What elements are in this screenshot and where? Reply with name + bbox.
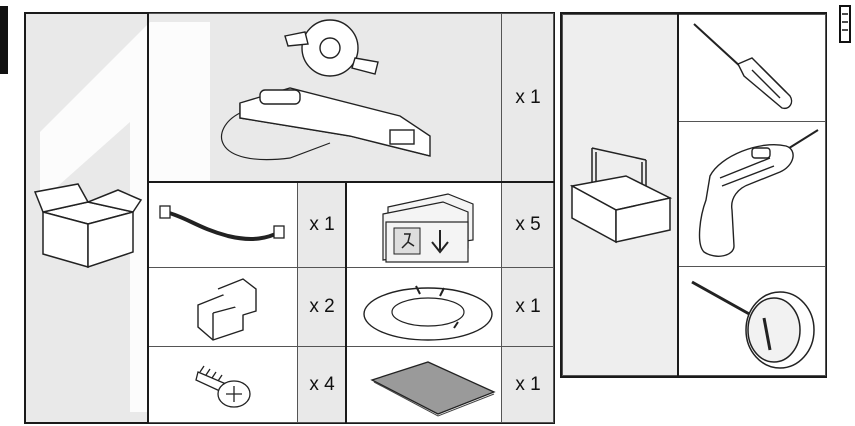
signs-qty: x 5 xyxy=(515,214,541,235)
cover-plate-icon xyxy=(370,361,496,417)
screw-icon xyxy=(195,365,251,408)
main-unit-qty: x 1 xyxy=(515,87,541,108)
toolbox-icon xyxy=(569,147,673,244)
emergency-light-unit-icon xyxy=(220,19,431,161)
ring-qty: x 1 xyxy=(515,296,541,317)
hole-saw-icon xyxy=(691,280,815,369)
screws-qty: x 4 xyxy=(309,373,335,395)
plate-qty: x 1 xyxy=(515,373,541,395)
drill-icon xyxy=(698,129,819,257)
page-edge-tab xyxy=(839,5,851,43)
plate-qty-cell xyxy=(501,346,554,423)
cable-qty: x 1 xyxy=(309,214,335,235)
screwdriver-icon xyxy=(693,23,793,110)
clips-icon xyxy=(197,278,257,341)
clips-qty: x 2 xyxy=(309,296,335,317)
ring-gasket-icon xyxy=(363,285,493,341)
cable-icon xyxy=(159,205,285,241)
exit-signs-icon xyxy=(382,193,474,263)
box-icon xyxy=(33,183,143,269)
page-edge-marker xyxy=(0,6,8,74)
